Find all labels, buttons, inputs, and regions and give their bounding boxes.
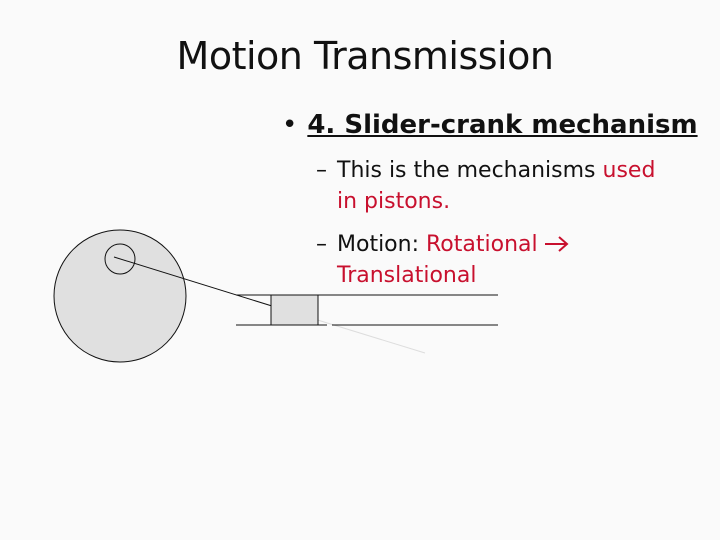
main-bullet: • 4. Slider-crank mechanism bbox=[282, 110, 698, 140]
sub-bullet-highlight: used bbox=[602, 158, 656, 183]
connecting-rod bbox=[113, 256, 273, 307]
main-bullet-text: 4. Slider-crank mechanism bbox=[307, 110, 698, 140]
slide-title: Motion Transmission bbox=[176, 34, 554, 78]
sub-bullet-body: This is the mechanisms used in pistons. bbox=[337, 155, 696, 217]
sub-bullet-marker: – bbox=[316, 158, 327, 183]
right-arrow-icon bbox=[544, 236, 569, 252]
sub-bullet-highlight-2: in pistons. bbox=[337, 189, 451, 214]
bullet-marker: • bbox=[282, 110, 298, 140]
crank-wheel bbox=[53, 229, 187, 363]
sub-bullet-text: This is the mechanisms bbox=[337, 158, 603, 183]
slider-block bbox=[270, 294, 319, 326]
crank-pin bbox=[104, 243, 136, 275]
sub-bullet-highlight: Rotational bbox=[426, 232, 538, 257]
sub-bullet-marker: – bbox=[316, 232, 327, 257]
sub-bullet-text: Motion: bbox=[337, 232, 426, 257]
sub-bullet-highlight-2: Translational bbox=[337, 263, 477, 288]
sub-bullet-purpose: – This is the mechanisms used in pistons. bbox=[316, 155, 696, 217]
